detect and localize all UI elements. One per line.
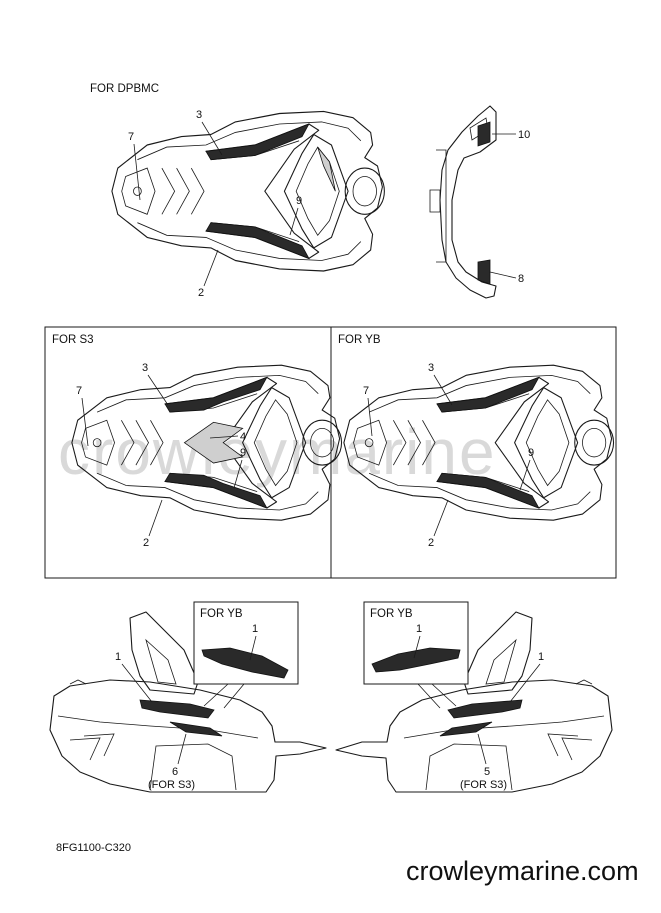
leader-line [417, 683, 457, 709]
diagram-code: 8FG1100-C320 [56, 842, 131, 854]
leader-line [289, 207, 299, 236]
callout-5: 5 [484, 766, 490, 778]
leader-line [519, 459, 531, 491]
callout-9: 9 [528, 447, 534, 459]
deck-top-view-s3 [71, 364, 343, 521]
callout-2: 2 [143, 537, 149, 549]
callout-note-right: (FOR S3) [460, 779, 507, 791]
callout-note-left: (FOR S3) [148, 779, 195, 791]
leader-line [121, 663, 153, 703]
inset-header-right: FOR YB [370, 608, 413, 620]
leader-line [148, 499, 163, 537]
callout-2: 2 [428, 537, 434, 549]
leader-line [209, 435, 239, 439]
leader-line [509, 663, 541, 703]
leader-line [233, 459, 243, 489]
watermark-text: crowleymarine [58, 416, 497, 488]
callout-4: 4 [240, 431, 246, 443]
leader-line [203, 683, 245, 709]
hull-side-view-left [49, 611, 327, 793]
leader-line [249, 635, 257, 661]
leader-line [367, 397, 373, 437]
callout-7: 7 [363, 385, 369, 397]
section-header-yb: FOR YB [338, 334, 381, 346]
leader-line [133, 143, 141, 201]
callout-9: 9 [296, 195, 302, 207]
section-header-s3: FOR S3 [52, 334, 94, 346]
decal-1-inset-right [371, 647, 461, 673]
callout-1-right: 1 [538, 651, 544, 663]
leader-line [433, 499, 449, 537]
leader-line [433, 374, 453, 406]
callout-2: 2 [198, 287, 204, 299]
callout-7: 7 [76, 385, 82, 397]
leader-line [477, 733, 487, 765]
rear-cowling-part [429, 105, 497, 299]
deck-top-view-dpbmc [111, 110, 385, 272]
inset-callout-left: 1 [252, 623, 258, 635]
leader-line [489, 271, 517, 279]
inset-callout-right: 1 [416, 623, 422, 635]
leader-line [203, 249, 219, 287]
callout-1-left: 1 [115, 651, 121, 663]
section-header-dpbmc: FOR DPBMC [90, 83, 159, 95]
leader-line [81, 397, 89, 447]
decal-1-inset-left [201, 647, 289, 679]
callout-3: 3 [142, 362, 148, 374]
leader-line [147, 374, 169, 406]
hull-side-view-right [335, 611, 613, 793]
inset-header-left: FOR YB [200, 608, 243, 620]
leader-line [413, 635, 421, 659]
deck-top-view-yb [343, 364, 615, 521]
callout-9: 9 [240, 447, 246, 459]
site-name: crowleymarine.com [406, 856, 639, 886]
callout-3: 3 [428, 362, 434, 374]
callout-6: 6 [172, 766, 178, 778]
callout-8: 8 [518, 273, 524, 285]
callout-3: 3 [196, 109, 202, 121]
leader-line [201, 121, 223, 156]
callout-10: 10 [518, 129, 530, 141]
leader-line [177, 733, 187, 765]
callout-7: 7 [128, 131, 134, 143]
